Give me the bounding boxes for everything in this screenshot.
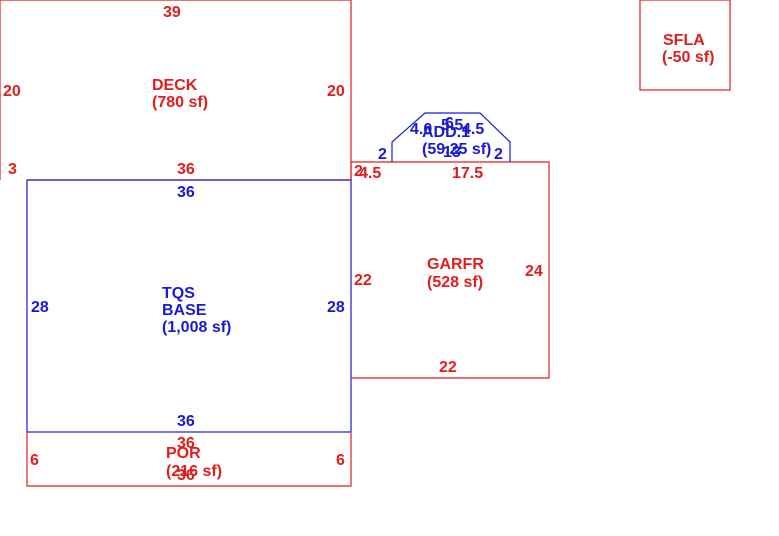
por-area[interactable]: 36 6 6 36 POR (216 sf) <box>26 432 352 487</box>
garfr-top-left-dimension: 4.5 <box>359 165 381 182</box>
por-outline <box>26 432 352 487</box>
add-area-value: (59.25 sf) <box>422 141 491 158</box>
base-left-dimension: 28 <box>31 299 49 316</box>
garfr-left-dimension: 22 <box>354 272 372 289</box>
garfr-area[interactable]: 2 4.5 17.5 22 24 22 GARFR (528 sf) <box>350 161 550 379</box>
add-top-dimension-a: 4.0 <box>410 121 432 138</box>
deck-corner-dimension: 3 <box>8 161 17 178</box>
add-mid-dimension: 6 <box>445 115 454 132</box>
base-area-value: (1,008 sf) <box>162 319 231 336</box>
base-right-dimension: 28 <box>327 299 345 316</box>
add-outline <box>391 112 511 162</box>
deck-bottom-dimension: 36 <box>177 161 195 178</box>
base-bottom-dimension: 36 <box>177 413 195 430</box>
base-label-line1: TQS <box>162 285 195 302</box>
add-top-dimension-b: 5.5 <box>441 117 463 134</box>
base-label-line2: BASE <box>162 302 207 319</box>
por-top-dimension: 36 <box>177 435 195 452</box>
add-bottom-dimension: 13 <box>443 144 461 161</box>
garfr-right-dimension: 24 <box>525 263 543 280</box>
sfla-outline <box>639 0 731 91</box>
por-area-value: (216 sf) <box>166 463 222 480</box>
deck-area[interactable]: 39 20 20 36 3 DECK (780 sf) <box>0 0 352 181</box>
garfr-area-value: (528 sf) <box>427 274 483 291</box>
add-right-dimension: 2 <box>494 146 503 163</box>
deck-top-dimension: 39 <box>163 4 181 21</box>
base-top-dimension: 36 <box>177 184 195 201</box>
sfla-area-value: (-50 sf) <box>662 49 714 66</box>
base-outline <box>26 179 352 433</box>
deck-area-value: (780 sf) <box>152 94 208 111</box>
base-area[interactable]: 36 28 28 36 TQS BASE (1,008 sf) <box>26 179 352 433</box>
add-left-dimension: 2 <box>378 146 387 163</box>
por-bottom-dimension: 36 <box>177 467 195 484</box>
sfla-area[interactable]: SFLA (-50 sf) <box>639 0 731 91</box>
por-left-dimension: 6 <box>30 452 39 469</box>
garfr-outline <box>350 161 550 379</box>
deck-right-dimension: 20 <box>327 83 345 100</box>
garfr-corner-dimension: 2 <box>354 163 363 180</box>
por-right-dimension: 6 <box>336 452 345 469</box>
add-label: ADD.1 <box>422 124 470 141</box>
por-label: POR <box>166 445 201 462</box>
add-top-dimension-c: 4.5 <box>462 121 484 138</box>
garfr-top-right-dimension: 17.5 <box>452 165 483 182</box>
deck-label: DECK <box>152 77 198 94</box>
garfr-label: GARFR <box>427 256 484 273</box>
deck-left-dimension: 20 <box>3 83 21 100</box>
sfla-label: SFLA <box>663 32 705 49</box>
add-area[interactable]: 2 2 4.0 5.5 4.5 13 6 ADD.1 (59.25 sf) <box>378 112 511 163</box>
garfr-bottom-dimension: 22 <box>439 359 457 376</box>
